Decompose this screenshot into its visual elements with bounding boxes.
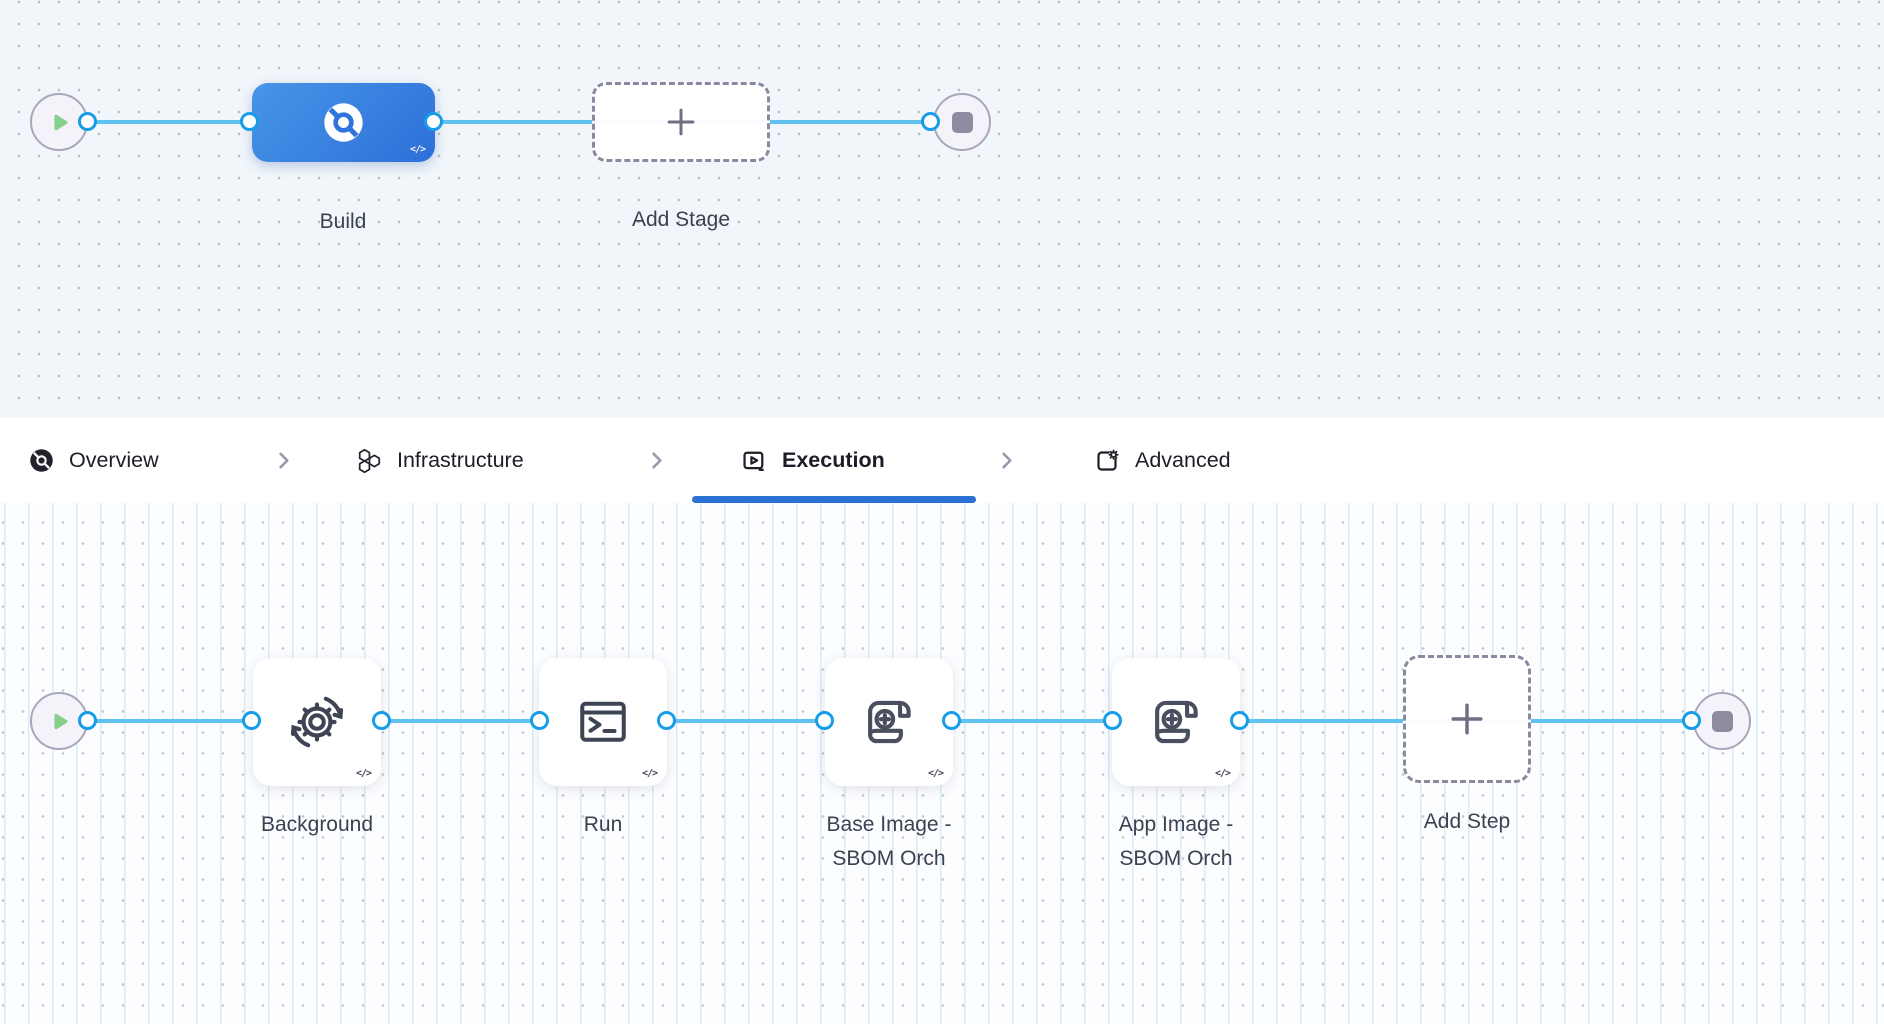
edge-port[interactable] — [372, 711, 391, 730]
edge-port[interactable] — [240, 112, 259, 131]
edge-port[interactable] — [78, 711, 97, 730]
sbom-orchestration-icon — [868, 700, 911, 744]
add-step-button[interactable] — [1403, 655, 1531, 783]
stage-canvas[interactable]: </> Build Add Stage — [0, 0, 1884, 418]
step-node-background[interactable]: </> — [253, 658, 381, 786]
chevron-right-icon — [1002, 452, 1012, 469]
step-label: App Image - SBOM Orch — [1118, 813, 1234, 870]
active-tab-indicator — [692, 496, 976, 503]
step-label: Run — [583, 813, 623, 836]
edge-port[interactable] — [921, 112, 940, 131]
ci-build-icon — [324, 103, 363, 142]
pipeline-end-node — [933, 93, 991, 151]
stage-label: Build — [319, 210, 367, 233]
chevron-right-icon — [652, 452, 662, 469]
stage-node-build[interactable]: </> — [252, 83, 435, 162]
background-service-icon — [290, 696, 344, 748]
step-label: Base Image - SBOM Orch — [826, 813, 952, 870]
step-node-base-image-sbom-orch[interactable]: </> — [825, 658, 953, 786]
play-icon — [53, 114, 67, 130]
run-terminal-icon — [580, 701, 626, 742]
step-node-app-image-sbom-orch[interactable]: </> — [1112, 658, 1240, 786]
tab-advanced[interactable]: Advanced — [1093, 418, 1231, 503]
tab-infrastructure[interactable]: Infrastructure — [355, 418, 524, 503]
tab-label: Advanced — [1135, 448, 1231, 472]
edge-port[interactable] — [242, 711, 261, 730]
execution-play-icon — [743, 451, 764, 471]
tab-label: Execution — [782, 448, 885, 472]
play-icon — [53, 713, 67, 729]
stage-config-tabbar: Overview Infrastructure — [0, 418, 1884, 503]
edge-port[interactable] — [1230, 711, 1249, 730]
stop-icon — [951, 111, 973, 133]
edge-port[interactable] — [424, 112, 443, 131]
yaml-code-badge: </> — [1214, 768, 1231, 779]
step-node-run[interactable]: </> — [539, 658, 667, 786]
chevron-right-icon — [279, 452, 289, 469]
ci-build-icon — [30, 449, 53, 472]
tab-execution[interactable]: Execution — [740, 418, 885, 503]
edge-port[interactable] — [815, 711, 834, 730]
infrastructure-hexagons-icon — [358, 448, 381, 473]
execution-canvas[interactable]: </> </> — [0, 503, 1884, 1024]
add-stage-label: Add Stage — [631, 208, 731, 231]
yaml-code-badge: </> — [641, 768, 658, 779]
yaml-code-badge: </> — [409, 144, 426, 155]
stage-edge-line — [88, 120, 931, 124]
step-label: Background — [260, 813, 374, 836]
yaml-code-badge: </> — [355, 768, 372, 779]
execution-end-node — [1693, 692, 1751, 750]
edge-port[interactable] — [78, 112, 97, 131]
add-stage-button[interactable] — [592, 82, 770, 162]
edge-port[interactable] — [530, 711, 549, 730]
edge-port[interactable] — [657, 711, 676, 730]
sbom-orchestration-icon — [1155, 700, 1198, 744]
tab-label: Overview — [69, 448, 159, 472]
advanced-settings-icon — [1097, 449, 1119, 471]
plus-icon — [667, 108, 695, 136]
yaml-code-badge: </> — [927, 768, 944, 779]
stop-icon — [1711, 710, 1733, 732]
add-step-label: Add Step — [1423, 810, 1511, 833]
edge-port[interactable] — [1103, 711, 1122, 730]
tab-overview[interactable]: Overview — [28, 418, 159, 503]
edge-port[interactable] — [942, 711, 961, 730]
tab-label: Infrastructure — [397, 448, 524, 472]
edge-port[interactable] — [1682, 711, 1701, 730]
plus-icon — [1451, 703, 1483, 735]
